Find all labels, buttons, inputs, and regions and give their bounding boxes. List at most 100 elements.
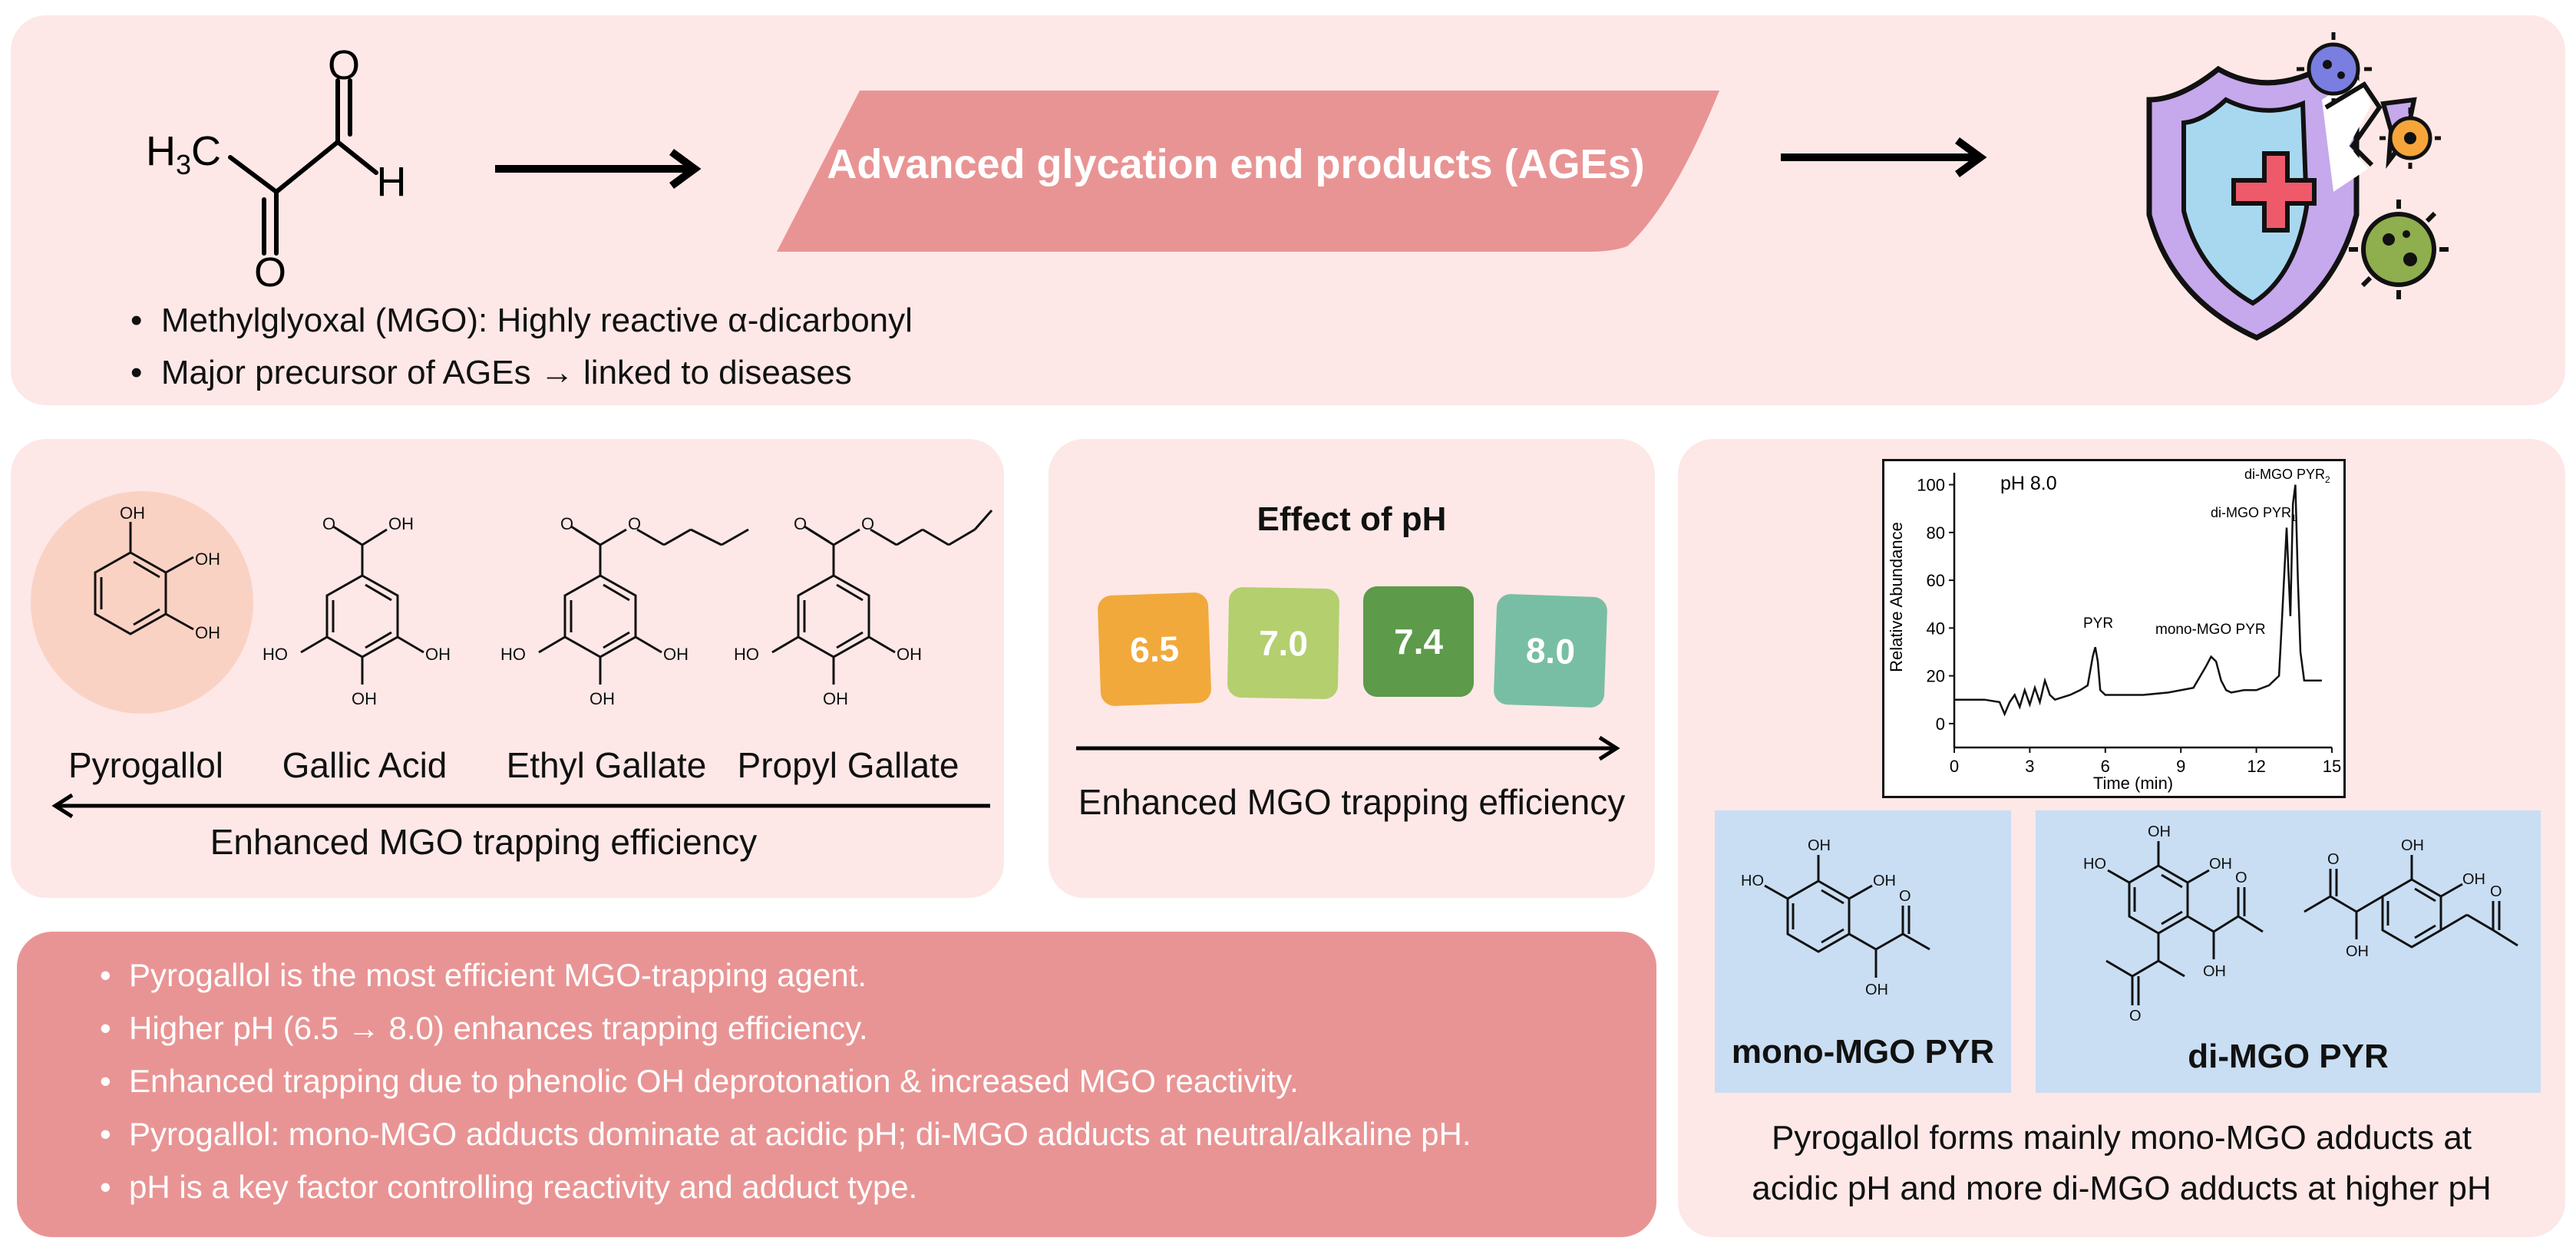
chart-xlabel: Time (min) <box>2093 774 2173 793</box>
mgo-h: H <box>377 159 407 205</box>
peak-label-di1-sub: 1 <box>2291 513 2297 523</box>
label-ethyl-gallate: Ethyl Gallate <box>506 745 707 785</box>
svg-text:di-MGO PYR1: di-MGO PYR1 <box>2211 505 2297 523</box>
x-tick-label: 6 <box>2101 757 2110 776</box>
svg-text:OH: OH <box>1873 873 1896 889</box>
mono-adduct-label: mono-MGO PYR <box>1731 1033 1995 1071</box>
top-bullet-list: • Methylglyoxal (MGO): Highly reactive α… <box>130 295 1205 399</box>
virus-blue-icon <box>2297 32 2372 104</box>
arrow-mgo-to-ages <box>495 148 702 190</box>
svg-text:OH: OH <box>425 645 451 664</box>
mono-adduct-structure: OH HO OH O OH <box>1741 837 1930 998</box>
svg-text:OH: OH <box>1865 982 1888 998</box>
arrow-compounds-left <box>51 793 990 819</box>
summary-panel <box>17 932 1656 1237</box>
compound-structures: OH OH OH O OH HO OH OH O O HO OH OH O O … <box>94 503 993 708</box>
summary-bullet-list: • Pyrogallol is the most efficient MGO-t… <box>100 949 1635 1213</box>
mgo-o-top: O <box>328 42 360 88</box>
chart-annotation: pH 8.0 <box>2000 473 2057 494</box>
svg-text:OH: OH <box>897 645 922 664</box>
svg-text:OH: OH <box>2209 856 2232 873</box>
svg-text:OH: OH <box>2346 943 2369 960</box>
peak-label-pyr: PYR <box>2083 615 2113 632</box>
svg-text:OH: OH <box>388 514 414 533</box>
adducts-caption-line-1: Pyrogallol forms mainly mono-MGO adducts… <box>1771 1119 2472 1157</box>
virus-green-icon <box>2349 200 2449 299</box>
chart-ylabel: Relative Abundance <box>1887 522 1906 672</box>
chromatogram-frame <box>1882 459 2346 798</box>
svg-text:O: O <box>2490 883 2502 900</box>
y-tick-label: 0 <box>1936 714 1945 734</box>
ph-chip-8-0: 8.0 <box>1493 593 1608 708</box>
svg-text:O: O <box>794 514 807 533</box>
compounds-caption: Enhanced MGO trapping efficiency <box>210 822 758 862</box>
ph-chip-7-4: 7.4 <box>1363 586 1474 697</box>
svg-text:O: O <box>2235 870 2247 886</box>
svg-text:OH: OH <box>590 689 615 708</box>
mgo-ch3-c: C <box>191 128 221 174</box>
svg-text:OH: OH <box>352 689 377 708</box>
ages-banner-text: Advanced glycation end products (AGEs) <box>827 141 1645 187</box>
svg-text:O: O <box>322 514 335 533</box>
peak-label-di2: di-MGO PYR <box>2244 467 2325 482</box>
mgo-ch3-sub: 3 <box>176 149 191 180</box>
svg-text:O: O <box>560 514 573 533</box>
arrow-ages-to-disease <box>1781 137 1987 178</box>
x-tick-label: 0 <box>1950 757 1959 776</box>
summary-bullet-3: • Enhanced trapping due to phenolic OH d… <box>100 1063 1299 1099</box>
svg-text:di-MGO PYR2: di-MGO PYR2 <box>2244 467 2330 485</box>
svg-text:OH: OH <box>823 689 848 708</box>
svg-text:HO: HO <box>1741 873 1764 889</box>
y-tick-label: 60 <box>1927 571 1945 590</box>
svg-text:OH: OH <box>2203 963 2226 980</box>
mgo-o-bottom: O <box>254 249 286 288</box>
svg-text:HO: HO <box>734 645 759 664</box>
y-tick-label: 20 <box>1927 667 1945 686</box>
svg-text:O: O <box>861 514 874 533</box>
peak-label-mono: mono-MGO PYR <box>2155 622 2266 638</box>
svg-text:OH: OH <box>195 623 220 642</box>
y-tick-label: 100 <box>1917 476 1945 495</box>
adducts-caption: Pyrogallol forms mainly mono-MGO adducts… <box>1678 1113 2565 1214</box>
svg-text:HO: HO <box>263 645 288 664</box>
mgo-ch3-h: H <box>146 128 176 174</box>
svg-text:OH: OH <box>2148 823 2171 840</box>
peak-label-di2-sub: 2 <box>2325 474 2330 485</box>
svg-text:OH: OH <box>1808 837 1831 854</box>
x-tick-label: 15 <box>2323 757 2341 776</box>
label-propyl-gallate: Propyl Gallate <box>737 745 959 785</box>
svg-text:OH: OH <box>195 549 220 569</box>
di-adduct-label: di-MGO PYR <box>2188 1038 2389 1075</box>
ph-chip-6-5: 6.5 <box>1097 592 1212 707</box>
svg-text:O: O <box>1899 888 1911 905</box>
x-tick-label: 9 <box>2176 757 2185 776</box>
broken-shield-virus-icon <box>2146 32 2449 341</box>
adducts-caption-line-2: acidic pH and more di-MGO adducts at hig… <box>1752 1170 2492 1207</box>
ph-chip-7-0: 7.0 <box>1227 586 1340 700</box>
x-tick-label: 12 <box>2247 757 2265 776</box>
y-tick-label: 80 <box>1927 523 1945 543</box>
di-adduct-structures: OH HO OH O OH O OH OH O OH O <box>2083 823 2518 1025</box>
virus-orange-icon <box>2379 107 2441 169</box>
pyrogallol-highlight <box>31 491 253 714</box>
summary-bullet-2: • Higher pH (6.5 → 8.0) enhances trappin… <box>100 1010 868 1046</box>
ph-caption: Enhanced MGO trapping efficiency <box>1078 782 1626 822</box>
svg-text:OH: OH <box>663 645 689 664</box>
mono-adduct-box <box>1715 810 2011 1093</box>
arrow-ph-right <box>1076 735 1620 761</box>
summary-bullet-1: • Pyrogallol is the most efficient MGO-t… <box>100 957 867 993</box>
svg-text:O: O <box>2129 1008 2142 1025</box>
ages-banner-shape <box>777 91 1719 252</box>
chromatogram-trace <box>1954 484 2322 717</box>
y-tick-label: 40 <box>1927 619 1945 638</box>
di-adduct-box <box>2036 810 2541 1093</box>
summary-bullet-5: • pH is a key factor controlling reactiv… <box>100 1169 918 1205</box>
mgo-structure: O H O H3C <box>146 42 407 288</box>
svg-text:O: O <box>628 514 641 533</box>
x-tick-label: 3 <box>2025 757 2034 776</box>
label-gallic-acid: Gallic Acid <box>282 745 447 785</box>
peak-label-di1: di-MGO PYR <box>2211 505 2291 520</box>
top-bullet-1: • Methylglyoxal (MGO): Highly reactive α… <box>130 302 913 339</box>
